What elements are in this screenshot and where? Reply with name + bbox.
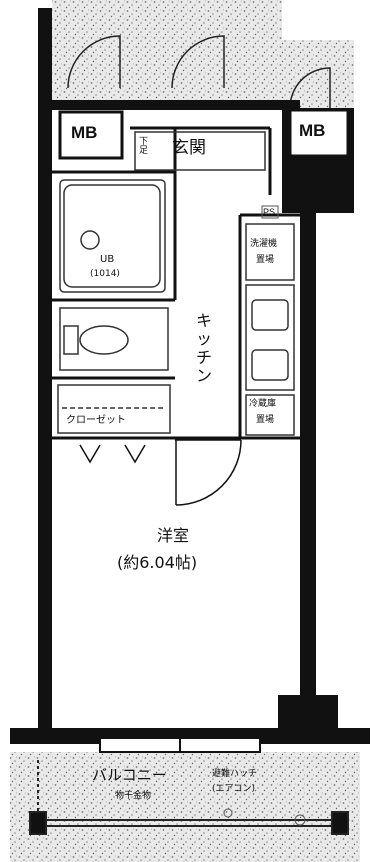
toilet-fixture <box>59 307 169 371</box>
mb-left-box <box>58 110 124 160</box>
kitchen-label: キッチン <box>196 311 213 386</box>
mb-right-label: MB <box>299 121 326 140</box>
evacuation-hatch-label: 避難ハッチ <box>212 769 258 779</box>
balcony-label: バルコニー <box>92 766 167 784</box>
misc-marks <box>223 205 306 826</box>
fridge-label-2: 置場 <box>256 415 275 425</box>
washer-space <box>245 223 295 281</box>
kitchen-counter <box>245 284 295 391</box>
entrance-step <box>134 131 266 171</box>
room-name: 洋室 <box>157 526 190 545</box>
fridge-space <box>245 394 295 436</box>
balcony-window <box>99 737 261 753</box>
fridge-label-1: 冷蔵庫 <box>249 399 277 409</box>
unit-bath <box>59 179 166 293</box>
interior-walls <box>52 126 300 440</box>
balcony-area <box>10 752 360 862</box>
exterior-top-area <box>52 0 282 100</box>
shoe-storage-label: 下足 <box>139 137 149 156</box>
entrance-label: 玄関 <box>172 138 206 158</box>
closet-fixture <box>57 384 171 434</box>
ps-label: PS <box>263 207 276 217</box>
closet-door-marks <box>79 444 146 464</box>
unit-bath-label: UB <box>100 254 115 265</box>
room-size: (約6.04帖) <box>117 553 198 572</box>
exterior-top-right-area <box>282 40 354 110</box>
room-door-swing <box>175 439 242 506</box>
washer-label-2: 置場 <box>256 255 275 265</box>
drying-hardware-label: 物干金物 <box>115 791 152 801</box>
closet-label: クローゼット <box>66 415 126 426</box>
outer-walls <box>10 8 370 744</box>
balcony-railing <box>29 760 349 835</box>
aircon-label: (エアコン) <box>212 784 256 794</box>
mb-right-box <box>288 108 350 158</box>
mb-left-label: MB <box>71 123 98 142</box>
washer-label-1: 洗濯機 <box>250 239 278 249</box>
unit-bath-size: (1014) <box>90 269 120 279</box>
